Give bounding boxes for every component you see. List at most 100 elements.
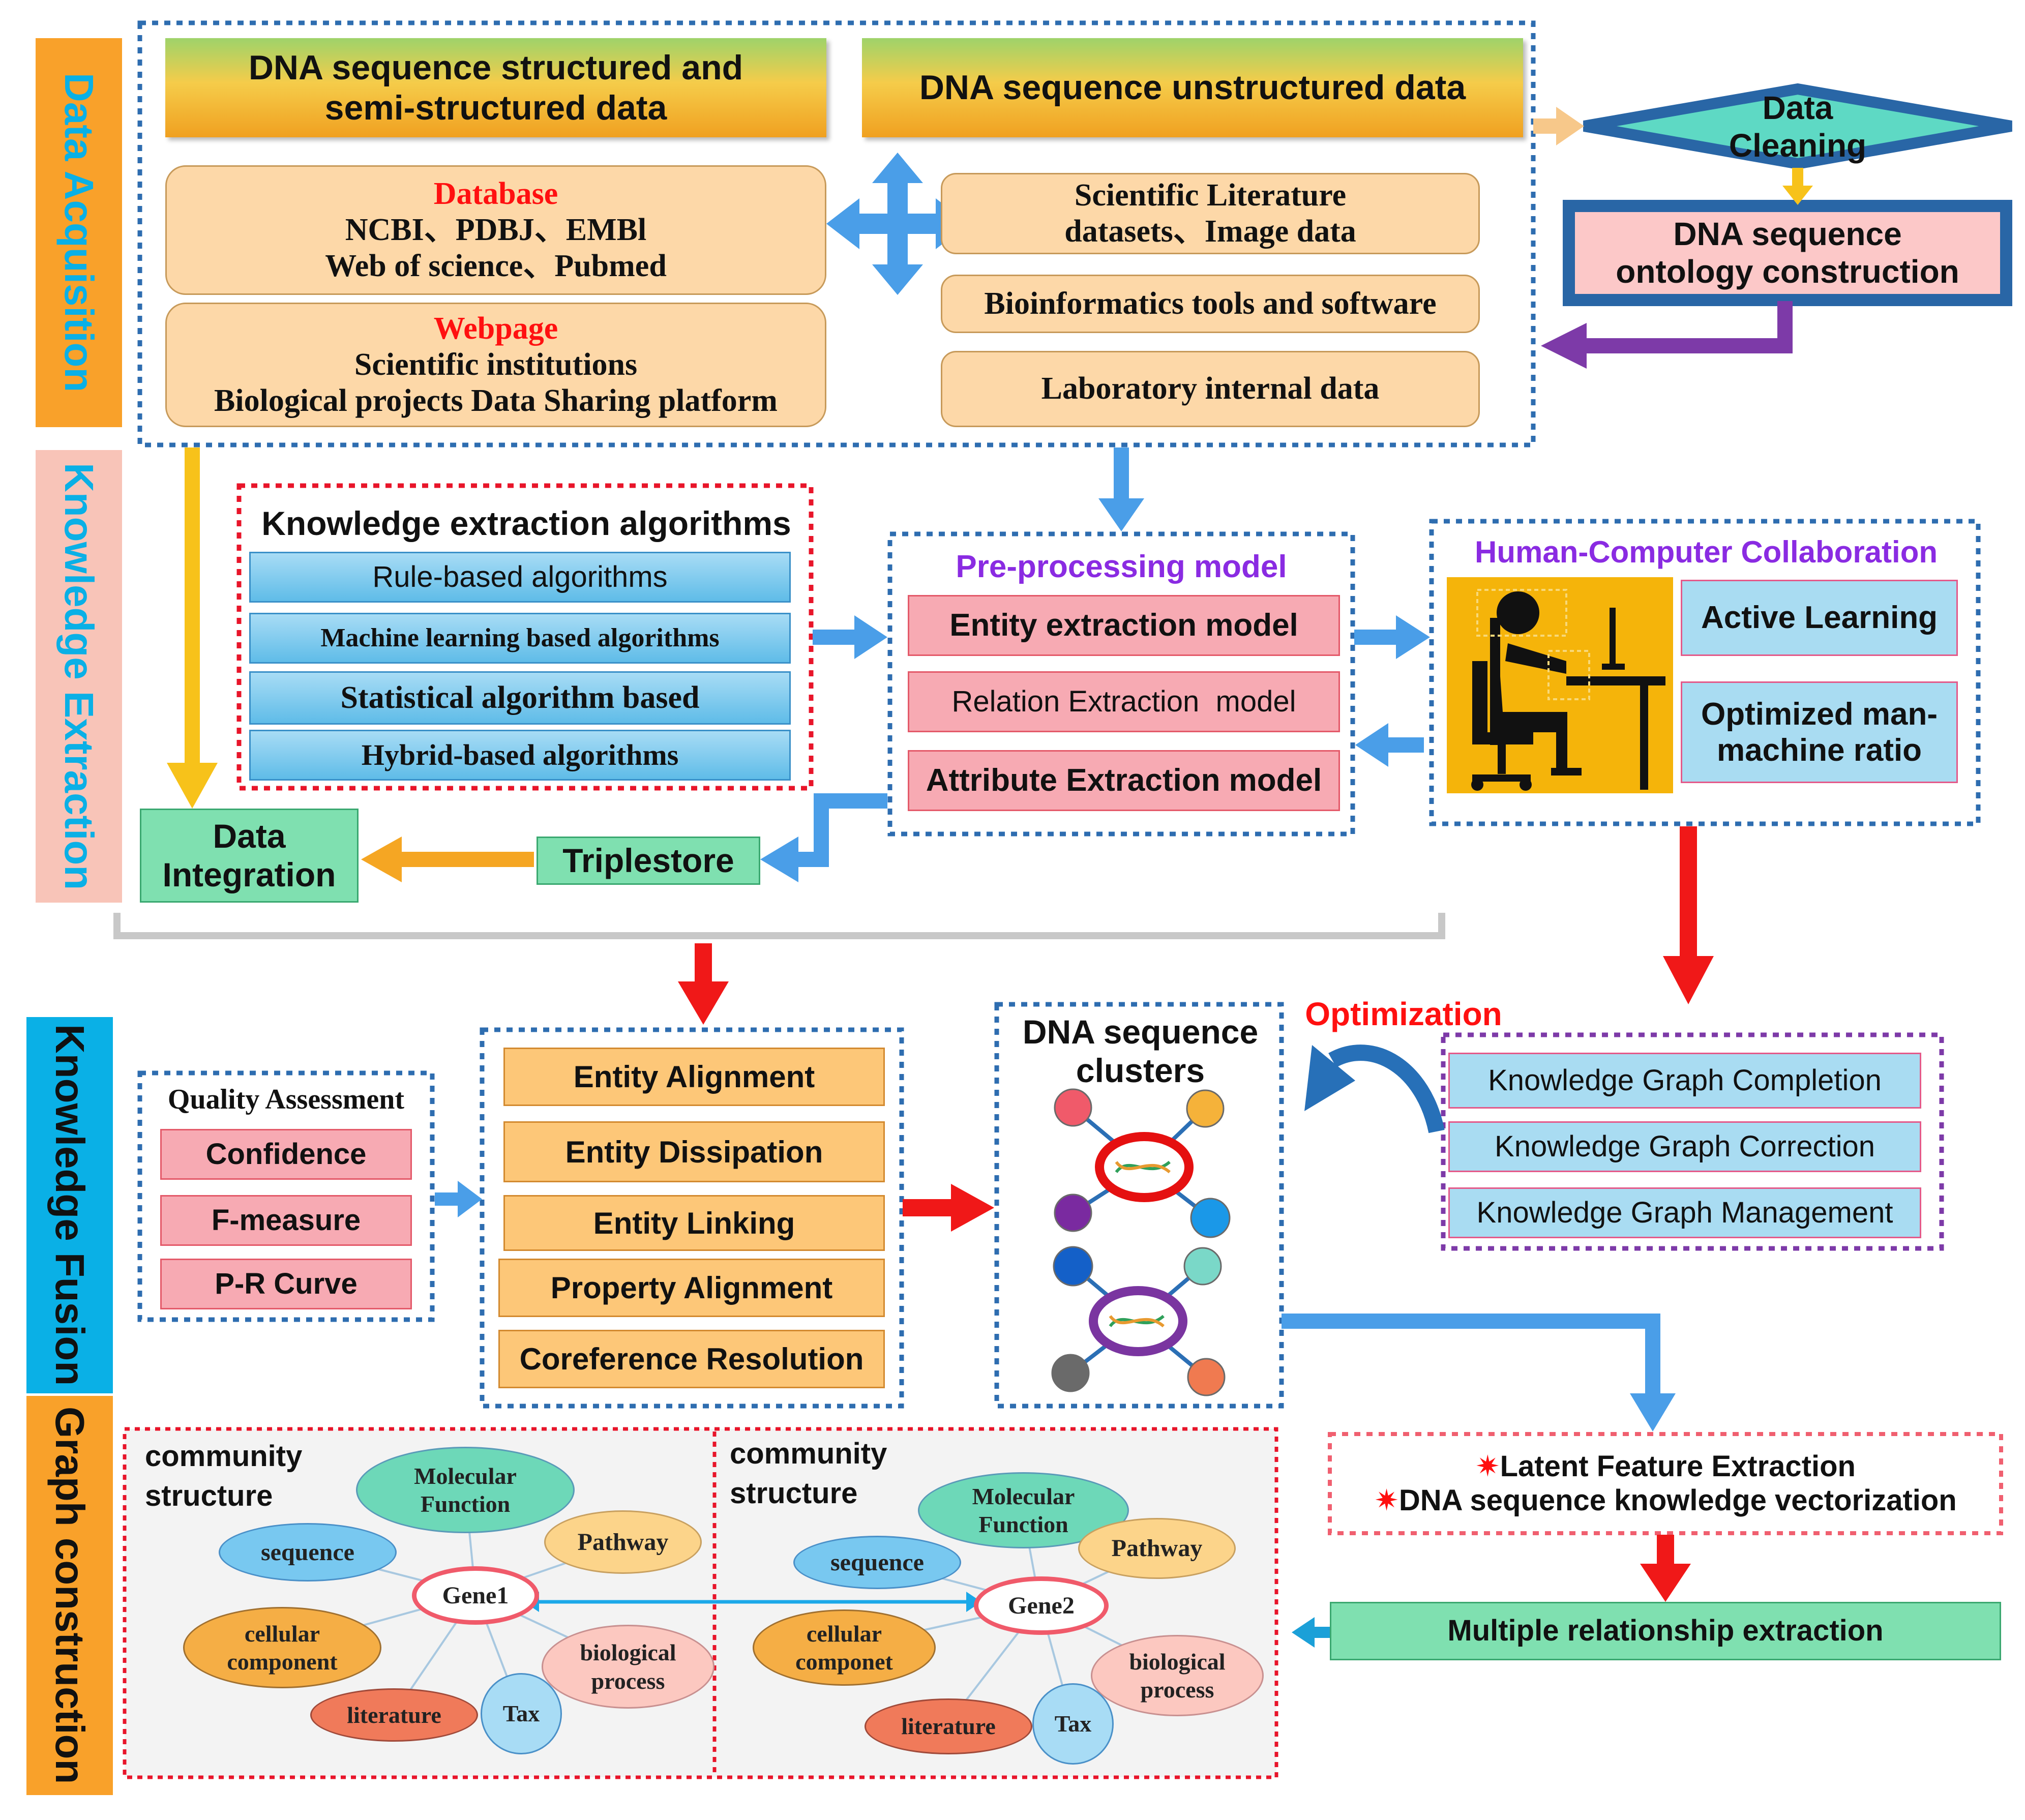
model-entity-extraction: Entity extraction model [908,595,1340,656]
arrow-clusters-latent-head [1630,1393,1676,1431]
c1-literature: literature [310,1688,478,1742]
latent-container [1328,1432,2003,1535]
arrow-multiple-community-head [1292,1617,1315,1648]
cluster-node [1054,1088,1092,1127]
section-data-acquisition-label: Data Acquisition [56,73,102,393]
structured-data-header: DNA sequence structured and semi-structu… [165,38,826,137]
arrow-to-preprocessing-head [1098,498,1144,531]
algorithm-label: Rule-based algorithms [372,560,668,593]
arrow-to-fusion-head [678,981,729,1025]
kg-item-label: Knowledge Graph Correction [1495,1129,1875,1163]
arrow-clusters-latent [1282,1314,1660,1396]
triplestore-label: Triplestore [562,841,734,879]
node-text: process [1140,1677,1214,1703]
kg-container [1441,1032,1944,1251]
webpage-line1: Scientific institutions [354,347,638,382]
kg-completion: Knowledge Graph Completion [1448,1053,1921,1109]
quality-confidence: Confidence [160,1129,412,1180]
node-text: sequence [830,1548,924,1576]
arrow-ontology-return-head [1541,323,1587,369]
extraction-bracket [113,913,1445,939]
cleaning-line1: Data [1762,89,1833,127]
section-knowledge-fusion: Knowledge Fusion [26,1017,113,1393]
node-text: Molecular [414,1463,517,1489]
node-text: sequence [261,1538,354,1566]
database-box: Database NCBI、PDBJ、EMBl Web of science、P… [165,165,826,295]
gene2-node: Gene2 [974,1576,1109,1635]
multiple-label: Multiple relationship extraction [1447,1614,1884,1648]
section-graph-construction: Graph construction [26,1396,113,1795]
align-entity-dissipation: Entity Dissipation [503,1121,885,1182]
algorithm-label: Machine learning based algorithms [320,623,720,653]
node-text: biological [1129,1648,1226,1675]
kg-correction: Knowledge Graph Correction [1448,1121,1921,1172]
clusters-line1: DNA sequence [1022,1012,1259,1051]
algorithm-machine-learning: Machine learning based algorithms [249,613,791,664]
kg-item-label: Knowledge Graph Completion [1488,1063,1882,1097]
webpage-box: Webpage Scientific institutions Biologic… [165,303,826,427]
node-text: Pathway [1111,1535,1203,1562]
arrow-alignment-clusters-head [951,1184,994,1232]
community-label-1: community structure [145,1437,348,1516]
latent-line1-row: ✷Latent Feature Extraction [1475,1450,1856,1484]
section-knowledge-fusion-label: Knowledge Fusion [47,1024,93,1386]
dna-icon [1109,1160,1171,1328]
node-text: Function [420,1491,511,1517]
node-text: Molecular [972,1483,1075,1509]
alignment-container [480,1027,904,1409]
align-property-alignment: Property Alignment [498,1259,885,1317]
arrow-preprocessing-hcc-head [1396,615,1430,659]
integration-line2: Integration [162,855,336,893]
section-knowledge-extraction-label: Knowledge Extraction [56,462,102,890]
c1-tax: Tax [481,1673,562,1754]
cluster-node [1190,1198,1231,1238]
multiple-relationship-box: Multiple relationship extraction [1330,1602,2001,1660]
node-text: process [591,1667,665,1694]
hcc-title-text: Human-Computer Collaboration [1475,534,1938,569]
quality-container [137,1070,435,1322]
hcc-container [1429,519,1981,826]
arrow-to-cleaning-head [1556,107,1584,145]
optimization-curve-arrow-head [1304,1045,1355,1111]
cluster-node [1186,1089,1225,1128]
alignment-item-label: Entity Dissipation [565,1135,823,1169]
node-text: Tax [1054,1711,1092,1737]
clusters-container [994,1002,1284,1409]
cross-arrow-icon [826,153,969,295]
cleaning-line2: Cleaning [1729,127,1867,164]
arrow-triplestore-integration-head [361,837,402,882]
quality-title-text: Quality Assessment [167,1084,405,1116]
algorithm-label: Statistical algorithm based [340,680,700,715]
cluster-nodes [1051,1088,1231,1396]
webpage-line2: Biological projects Data Sharing platfor… [214,383,778,419]
ontology-line2: ontology construction [1616,253,1959,290]
node-text: cellular [244,1620,320,1647]
model-label: Relation Extraction model [951,684,1296,718]
node-text: Tax [502,1700,540,1727]
community1-line1: community [145,1440,303,1473]
quality-item-label: F-measure [211,1203,361,1237]
arrow-hcc-preprocessing-head [1355,723,1388,767]
c1-sequence: sequence [219,1523,397,1582]
hcc-item-label: Optimized man-machine ratio [1701,696,1938,768]
arrow-cleaning-ontology-head [1782,186,1813,205]
algorithm-statistical: Statistical algorithm based [249,671,791,725]
database-line1: NCBI、PDBJ、EMBl [345,212,647,247]
unstructured-data-header: DNA sequence unstructured data [862,38,1523,137]
webpage-title: Webpage [433,311,558,346]
gene1-node: Gene1 [412,1566,539,1625]
model-relation-extraction: Relation Extraction model [908,671,1340,732]
tools-box: Bioinformatics tools and software [941,275,1480,333]
optimization-curve-arrow [1328,1045,1445,1133]
latent-feature-box: ✷Latent Feature Extraction ✷DNA sequence… [1335,1439,1996,1528]
align-coreference: Coreference Resolution [498,1330,885,1388]
literature-box: Scientific Literature datasets、Image dat… [941,173,1480,254]
quality-f-measure: F-measure [160,1195,412,1246]
structured-data-line2: semi-structured data [324,88,667,127]
structured-data-line1: DNA sequence structured and [248,48,743,87]
data-cleaning-label: Data Cleaning [1693,86,1902,168]
node-text: Gene2 [1008,1592,1075,1619]
quality-title: Quality Assessment [145,1081,427,1119]
